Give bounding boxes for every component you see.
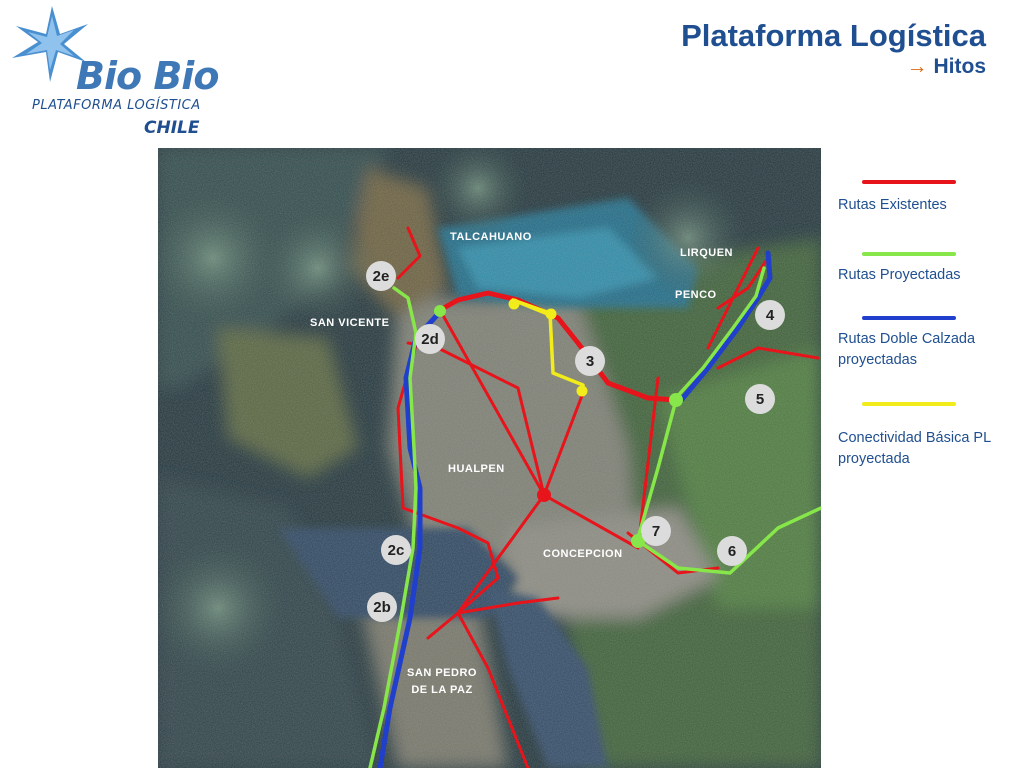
map-background [158,148,821,768]
svg-text:2c: 2c [388,542,405,559]
arrow-right-icon: → [906,55,928,78]
svg-text:2b: 2b [373,599,391,616]
milestone-marker: 2d [415,324,445,354]
legend-swatch [862,252,956,256]
logo-subtitle: PLATAFORMA LOGÍSTICA [32,98,201,113]
page-subtitle-row: →Hitos [681,54,987,80]
legend-label: Rutas Existentes [838,197,947,213]
projected-routes [368,266,821,768]
place-label: PENCO [675,289,717,301]
milestone-marker: 4 [755,300,785,330]
milestone-markers: 2e 2d 3 4 5 2c 7 6 2b [366,261,785,622]
milestone-marker: 2c [381,535,411,565]
route-nodes [434,298,683,548]
svg-text:2e: 2e [373,268,390,285]
place-label: SAN VICENTE [310,317,389,329]
logo-name: Bio Bio [76,54,219,98]
double-lane-route-east [675,250,773,407]
route-lines [368,226,821,768]
place-label: SAN PEDRO [407,667,477,679]
existing-routes [396,226,820,768]
satellite-map: TALCAHUANO LIRQUEN PENCO SAN VICENTE HUA… [158,148,821,768]
milestone-marker: 3 [575,346,605,376]
legend-label: Rutas Doble Calzada [838,331,976,347]
page-title: Plataforma Logística [681,18,986,53]
legend-swatch [862,316,956,320]
legend-label-line2: proyectadas [838,352,917,368]
milestone-marker: 2e [366,261,396,291]
page-subtitle: Hitos [933,55,987,78]
svg-text:2d: 2d [421,331,439,348]
milestone-marker: 7 [641,516,671,546]
legend-label-line2: proyectada [838,451,910,467]
svg-text:3: 3 [586,353,594,370]
place-label: HUALPEN [448,463,505,475]
legend-label: Conectividad Básica PL [838,430,992,446]
place-label: LIRQUEN [680,247,733,259]
legend-swatch [862,402,956,406]
bio-bio-logo: Bio Bio PLATAFORMA LOGÍSTICA CHILE [4,2,224,142]
milestone-marker: 5 [745,384,775,414]
place-label: DE LA PAZ [411,684,472,696]
svg-text:5: 5 [756,391,764,408]
logo-country: CHILE [144,118,200,138]
legend-swatch [862,180,956,184]
existing-coastal-route-bold [437,290,679,403]
legend-label: Rutas Proyectadas [838,267,961,283]
svg-text:4: 4 [766,307,775,324]
milestone-marker: 2b [367,592,397,622]
svg-text:6: 6 [728,543,736,560]
place-labels: TALCAHUANO LIRQUEN PENCO SAN VICENTE HUA… [310,231,733,696]
place-label: CONCEPCION [543,548,623,560]
milestone-marker: 6 [717,536,747,566]
place-label: TALCAHUANO [450,231,532,243]
page-header: Plataforma Logística →Hitos [681,18,986,80]
svg-text:7: 7 [652,523,660,540]
star-logo-icon [12,6,88,82]
